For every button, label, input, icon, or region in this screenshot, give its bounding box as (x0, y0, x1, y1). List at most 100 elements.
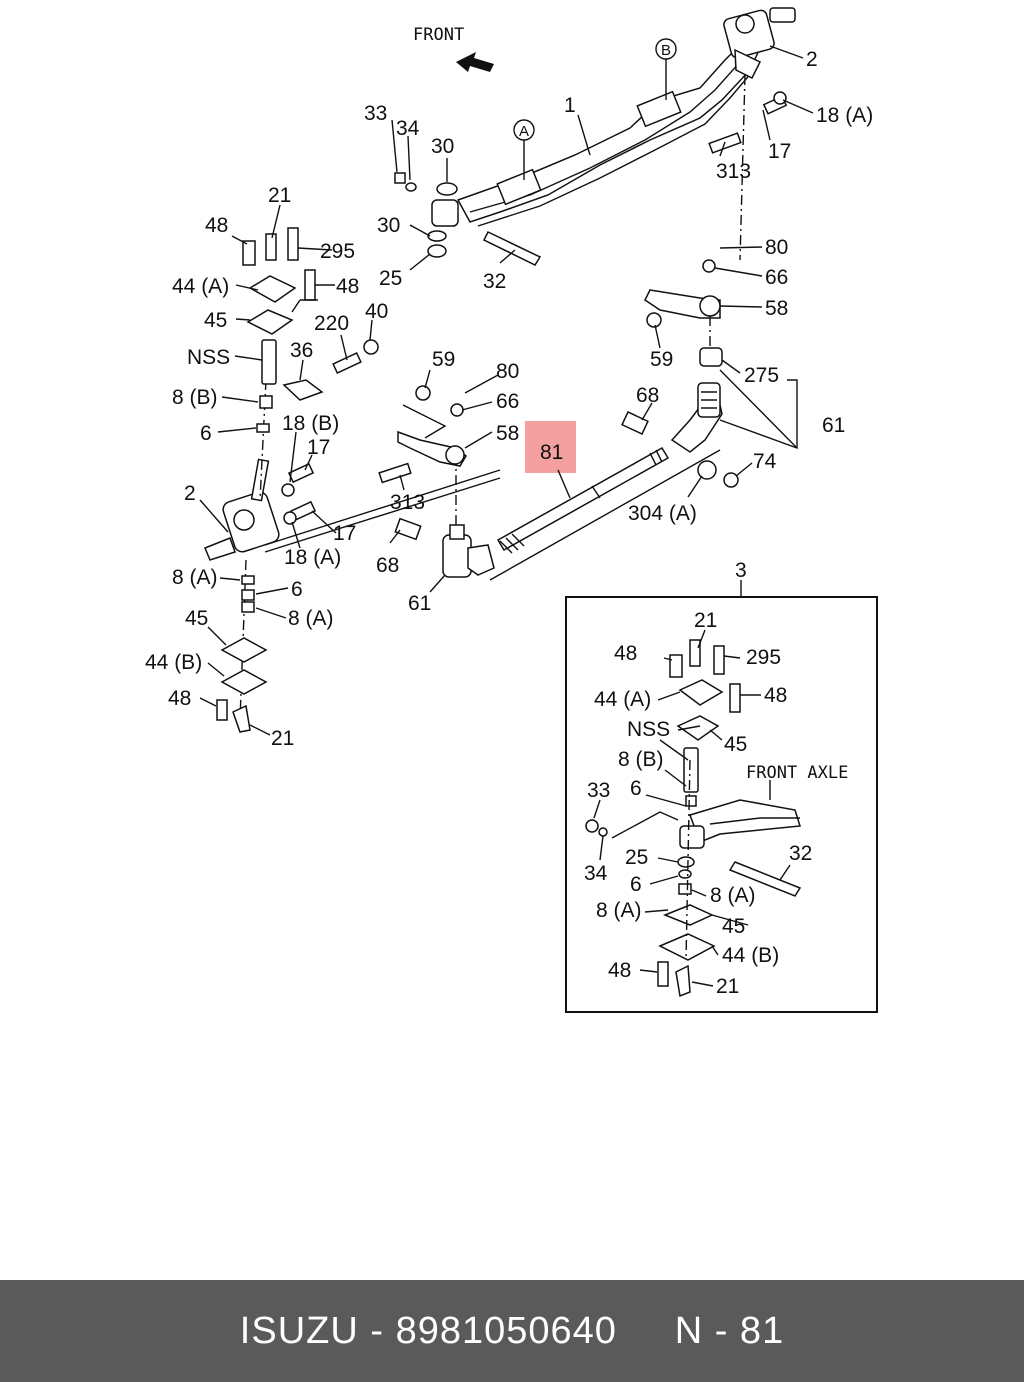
callout-313-right: 313 (716, 160, 751, 183)
circled-b-marker: B (655, 38, 677, 100)
callout-6-top: 6 (200, 422, 212, 445)
callout-25: 25 (379, 267, 402, 290)
callout-304a: 304 (A) (628, 502, 697, 525)
callout-8b-top: 8 (B) (172, 386, 218, 409)
footer-gap (617, 1310, 675, 1353)
callout-44b-low: 44 (B) (145, 651, 202, 674)
circled-a-marker: A (513, 119, 535, 180)
inset-callout-33: 33 (587, 779, 610, 802)
footer-separator: - (358, 1309, 396, 1352)
callout-21-low: 21 (271, 727, 294, 750)
callout-34: 34 (396, 117, 420, 140)
inset-callout-45-top: 45 (724, 733, 747, 756)
shackle-spacer (394, 172, 542, 266)
callout-30-top: 30 (431, 135, 454, 158)
callout-74: 74 (753, 450, 777, 473)
callout-48-top: 48 (205, 214, 228, 237)
callout-61-right: 61 (822, 414, 845, 437)
callout-275: 275 (744, 364, 779, 387)
brand-name: ISUZU (239, 1309, 359, 1352)
callout-8a-2: 8 (A) (288, 607, 334, 630)
tie-rod-end-right (670, 382, 723, 453)
inset-callout-8a-right: 8 (A) (710, 884, 756, 907)
callout-3: 3 (735, 559, 747, 582)
reference-label: N - 81 (674, 1309, 785, 1352)
callout-32: 32 (483, 270, 506, 293)
front-arrow-icon (456, 52, 494, 72)
kingpin-cap-upper (246, 275, 324, 433)
part-number: 8981050640 (395, 1309, 617, 1352)
callout-66-right: 66 (765, 266, 788, 289)
steering-arm-left (397, 430, 467, 467)
inset-callout-6-top: 6 (630, 777, 642, 800)
callout-59-left: 59 (432, 348, 455, 371)
inset-callout-21-low: 21 (716, 975, 739, 998)
kingpin-cap-lower (216, 575, 268, 733)
front-label: FRONT (413, 25, 464, 45)
callout-61-left: 61 (408, 592, 431, 615)
callout-58-left: 58 (496, 422, 519, 445)
callout-2-left: 2 (184, 482, 196, 505)
callout-44a-top: 44 (A) (172, 275, 229, 298)
svg-text:A: A (519, 123, 529, 140)
callout-66-left: 66 (496, 390, 519, 413)
inset-callout-295: 295 (746, 646, 781, 669)
inset-callout-nss: NSS (627, 718, 670, 741)
callout-30-mid: 30 (377, 214, 400, 237)
tie-rod-end-left (442, 524, 495, 578)
callout-48-mid: 48 (336, 275, 359, 298)
callout-33: 33 (364, 102, 387, 125)
callout-295-top: 295 (320, 240, 355, 263)
knuckle-left (204, 458, 280, 561)
callout-17-low: 17 (333, 522, 356, 545)
callout-21-top: 21 (268, 184, 291, 207)
callout-36: 36 (290, 339, 313, 362)
callout-18b: 18 (B) (282, 412, 339, 435)
callout-80-right: 80 (765, 236, 788, 259)
callout-2-right: 2 (806, 48, 818, 71)
callout-40: 40 (365, 300, 388, 323)
inset-callout-48-mid: 48 (764, 684, 787, 707)
callout-8a-1: 8 (A) (172, 566, 218, 589)
callout-18a-left: 18 (A) (284, 546, 341, 569)
leader-lines (199, 45, 814, 736)
callout-80-left: 80 (496, 360, 519, 383)
part-footer-bar: ISUZU - 8981050640 N - 81 (0, 1280, 1024, 1382)
callout-68-right: 68 (636, 384, 659, 407)
callout-1: 1 (564, 94, 576, 117)
knuckle-right (723, 7, 796, 80)
inset-callout-44b: 44 (B) (722, 944, 779, 967)
inset-callout-34: 34 (584, 862, 608, 885)
inset-callout-25: 25 (625, 846, 648, 869)
callout-17-mid: 17 (307, 436, 330, 459)
callout-58-right: 58 (765, 297, 788, 320)
axle-beam (456, 39, 761, 227)
inset-title: FRONT AXLE (746, 763, 848, 783)
callout-6-low: 6 (291, 578, 303, 601)
inset-callout-45-low: 45 (722, 915, 745, 938)
inset-callout-32: 32 (789, 842, 812, 865)
inset-front-axle (565, 580, 878, 1013)
inset-callout-8b: 8 (B) (618, 748, 664, 771)
callout-81: 81 (540, 441, 563, 464)
svg-text:B: B (661, 42, 671, 59)
callout-nss-top: NSS (187, 346, 230, 369)
callout-17-right: 17 (768, 140, 791, 163)
inset-callout-21-top: 21 (694, 609, 717, 632)
bolts (242, 91, 788, 541)
inset-callout-44a: 44 (A) (594, 688, 651, 711)
callout-220: 220 (314, 312, 349, 335)
callout-59-right: 59 (650, 348, 673, 371)
callout-313-left: 313 (390, 491, 425, 514)
callout-18a-right: 18 (A) (816, 104, 873, 127)
inset-callout-6-low: 6 (630, 873, 642, 896)
callout-45-low: 45 (185, 607, 208, 630)
inset-callout-48-top: 48 (614, 642, 637, 665)
inset-callout-8a-left: 8 (A) (596, 899, 642, 922)
callout-45-top: 45 (204, 309, 227, 332)
tie-rod-81 (496, 446, 670, 554)
parts-diagram: FRONT A B (145, 7, 878, 1013)
callout-48-low: 48 (168, 687, 191, 710)
callout-68-left: 68 (376, 554, 399, 577)
callout-81-highlight (525, 421, 576, 473)
